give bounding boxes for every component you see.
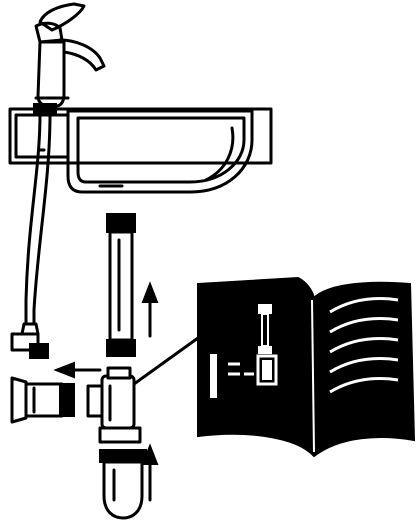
tailpiece-tube: [107, 214, 135, 356]
bottle-trap-body: [88, 368, 140, 442]
angle-valve: [12, 324, 48, 358]
trap-cup: [100, 450, 146, 518]
mixer-tap: [36, 4, 104, 106]
arrow-up-tailpiece: [143, 284, 157, 336]
supply-hose: [26, 114, 50, 324]
instruction-booklet: [198, 278, 414, 456]
callout-line: [134, 338, 198, 384]
arrow-left-flange: [56, 363, 100, 377]
wall-flange: [12, 378, 74, 422]
